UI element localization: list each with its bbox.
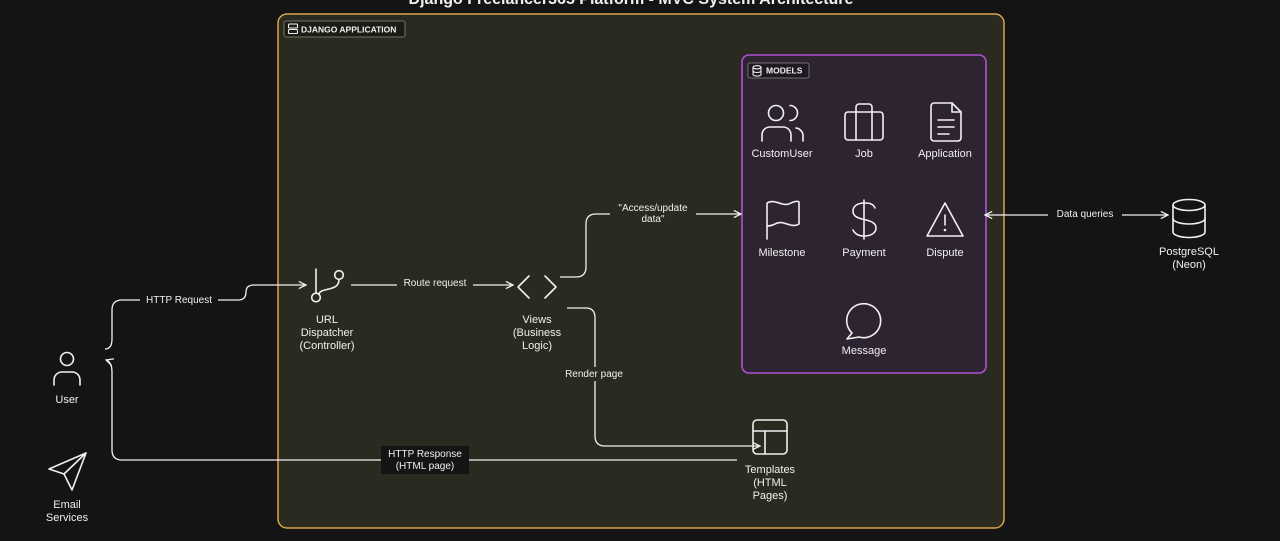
dispute-node: Dispute (926, 202, 964, 259)
customuser-label: CustomUser (751, 148, 812, 160)
email-services-node: Email Services (46, 452, 89, 524)
diagram-title: Django Freelancer365 Platform - MVC Syst… (409, 0, 854, 8)
http-request-label: HTTP Request (146, 295, 212, 306)
database-icon (1172, 198, 1206, 239)
payment-node: Payment (842, 199, 886, 259)
views-node: Views (Business Logic) (513, 275, 562, 352)
warning-icon (926, 202, 964, 237)
payment-label: Payment (842, 247, 885, 259)
access-update-label-1: "Access/update (618, 203, 688, 214)
git-branch-icon (310, 268, 345, 303)
http-response-label-1: HTTP Response (388, 449, 462, 460)
url-dispatcher-node: URL Dispatcher (Controller) (299, 268, 355, 352)
document-icon (930, 102, 962, 142)
briefcase-icon (844, 103, 884, 141)
django-application-label: DJANGO APPLICATION (301, 25, 396, 35)
layout-icon (752, 419, 788, 455)
user-icon (53, 351, 81, 386)
url-dispatcher-label-2: Dispatcher (301, 327, 354, 339)
email-services-label-1: Email (53, 499, 81, 511)
postgresql-node: PostgreSQL (Neon) (1159, 198, 1219, 271)
route-request-label: Route request (404, 278, 467, 289)
user-label: User (55, 394, 79, 406)
templates-label-2: (HTML (753, 477, 787, 489)
message-node: Message (842, 302, 887, 357)
views-label-2: (Business (513, 327, 562, 339)
access-update-label-2: data" (641, 214, 664, 225)
url-dispatcher-label-1: URL (316, 314, 338, 326)
access-update-edge (560, 214, 741, 278)
templates-node: Templates (HTML Pages) (745, 419, 796, 502)
users-icon (761, 104, 804, 142)
postgresql-label-2: (Neon) (1172, 259, 1206, 271)
job-label: Job (855, 148, 873, 160)
views-label-1: Views (522, 314, 552, 326)
chat-bubble-icon (845, 302, 882, 340)
application-node: Application (918, 102, 972, 160)
dispute-label: Dispute (926, 247, 963, 259)
customuser-node: CustomUser (751, 104, 813, 160)
database-icon (752, 65, 762, 77)
message-label: Message (842, 345, 887, 357)
paper-plane-icon (48, 452, 87, 491)
email-services-label-2: Services (46, 512, 89, 524)
milestone-node: Milestone (758, 200, 806, 259)
milestone-label: Milestone (758, 247, 805, 259)
render-page-label: Render page (565, 369, 623, 380)
dollar-icon (852, 199, 877, 240)
server-icon (287, 23, 299, 35)
application-label: Application (918, 148, 972, 160)
views-label-3: Logic) (522, 340, 552, 352)
data-queries-label: Data queries (1057, 209, 1114, 220)
postgresql-label-1: PostgreSQL (1159, 246, 1219, 258)
job-node: Job (844, 103, 884, 160)
templates-label-3: Pages) (753, 490, 788, 502)
user-node: User (53, 351, 81, 406)
url-dispatcher-label-3: (Controller) (299, 340, 354, 352)
http-response-label-2: (HTML page) (396, 461, 455, 472)
templates-label-1: Templates (745, 464, 796, 476)
code-brackets-icon (517, 275, 557, 299)
models-label: MODELS (766, 66, 803, 76)
flag-icon (766, 200, 800, 240)
http-response-edge (106, 360, 737, 461)
